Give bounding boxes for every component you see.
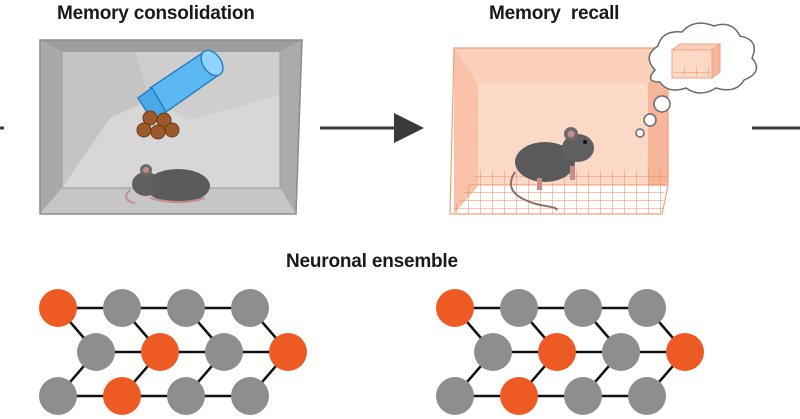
neuronal-grid-after — [436, 289, 704, 415]
active-neuron — [141, 333, 179, 371]
memory-recall-title: Memory recall — [489, 3, 620, 24]
neuronal-grid-before — [39, 289, 307, 415]
inactive-neuron — [564, 289, 602, 327]
sleeping-mouse — [125, 164, 210, 204]
recall-cage — [449, 47, 669, 215]
inactive-neuron — [628, 377, 666, 415]
inactive-neuron — [231, 289, 269, 327]
inactive-neuron — [39, 377, 77, 415]
inactive-neuron — [103, 289, 141, 327]
active-neuron — [500, 377, 538, 415]
inactive-neuron — [500, 289, 538, 327]
inactive-neuron — [474, 333, 512, 371]
active-neuron — [103, 377, 141, 415]
memory-consolidation-title: Memory consolidation — [57, 3, 255, 24]
inactive-neuron — [77, 333, 115, 371]
inactive-neuron — [231, 377, 269, 415]
inactive-neuron — [628, 289, 666, 327]
active-neuron — [666, 333, 704, 371]
inactive-neuron — [436, 377, 474, 415]
inactive-neuron — [167, 289, 205, 327]
neuronal-ensemble-title: Neuronal ensemble — [286, 251, 458, 272]
thought-bubbles — [635, 95, 671, 138]
inactive-neuron — [564, 377, 602, 415]
inactive-neuron — [205, 333, 243, 371]
active-neuron — [269, 333, 307, 371]
food-pellets — [136, 110, 180, 140]
inactive-neuron — [602, 333, 640, 371]
active-neuron — [538, 333, 576, 371]
inactive-neuron — [167, 377, 205, 415]
active-neuron — [39, 289, 77, 327]
recall-mouse — [509, 127, 594, 211]
active-neuron — [436, 289, 474, 327]
water-bottle-tube — [136, 49, 224, 122]
thought-cloud — [648, 22, 758, 94]
